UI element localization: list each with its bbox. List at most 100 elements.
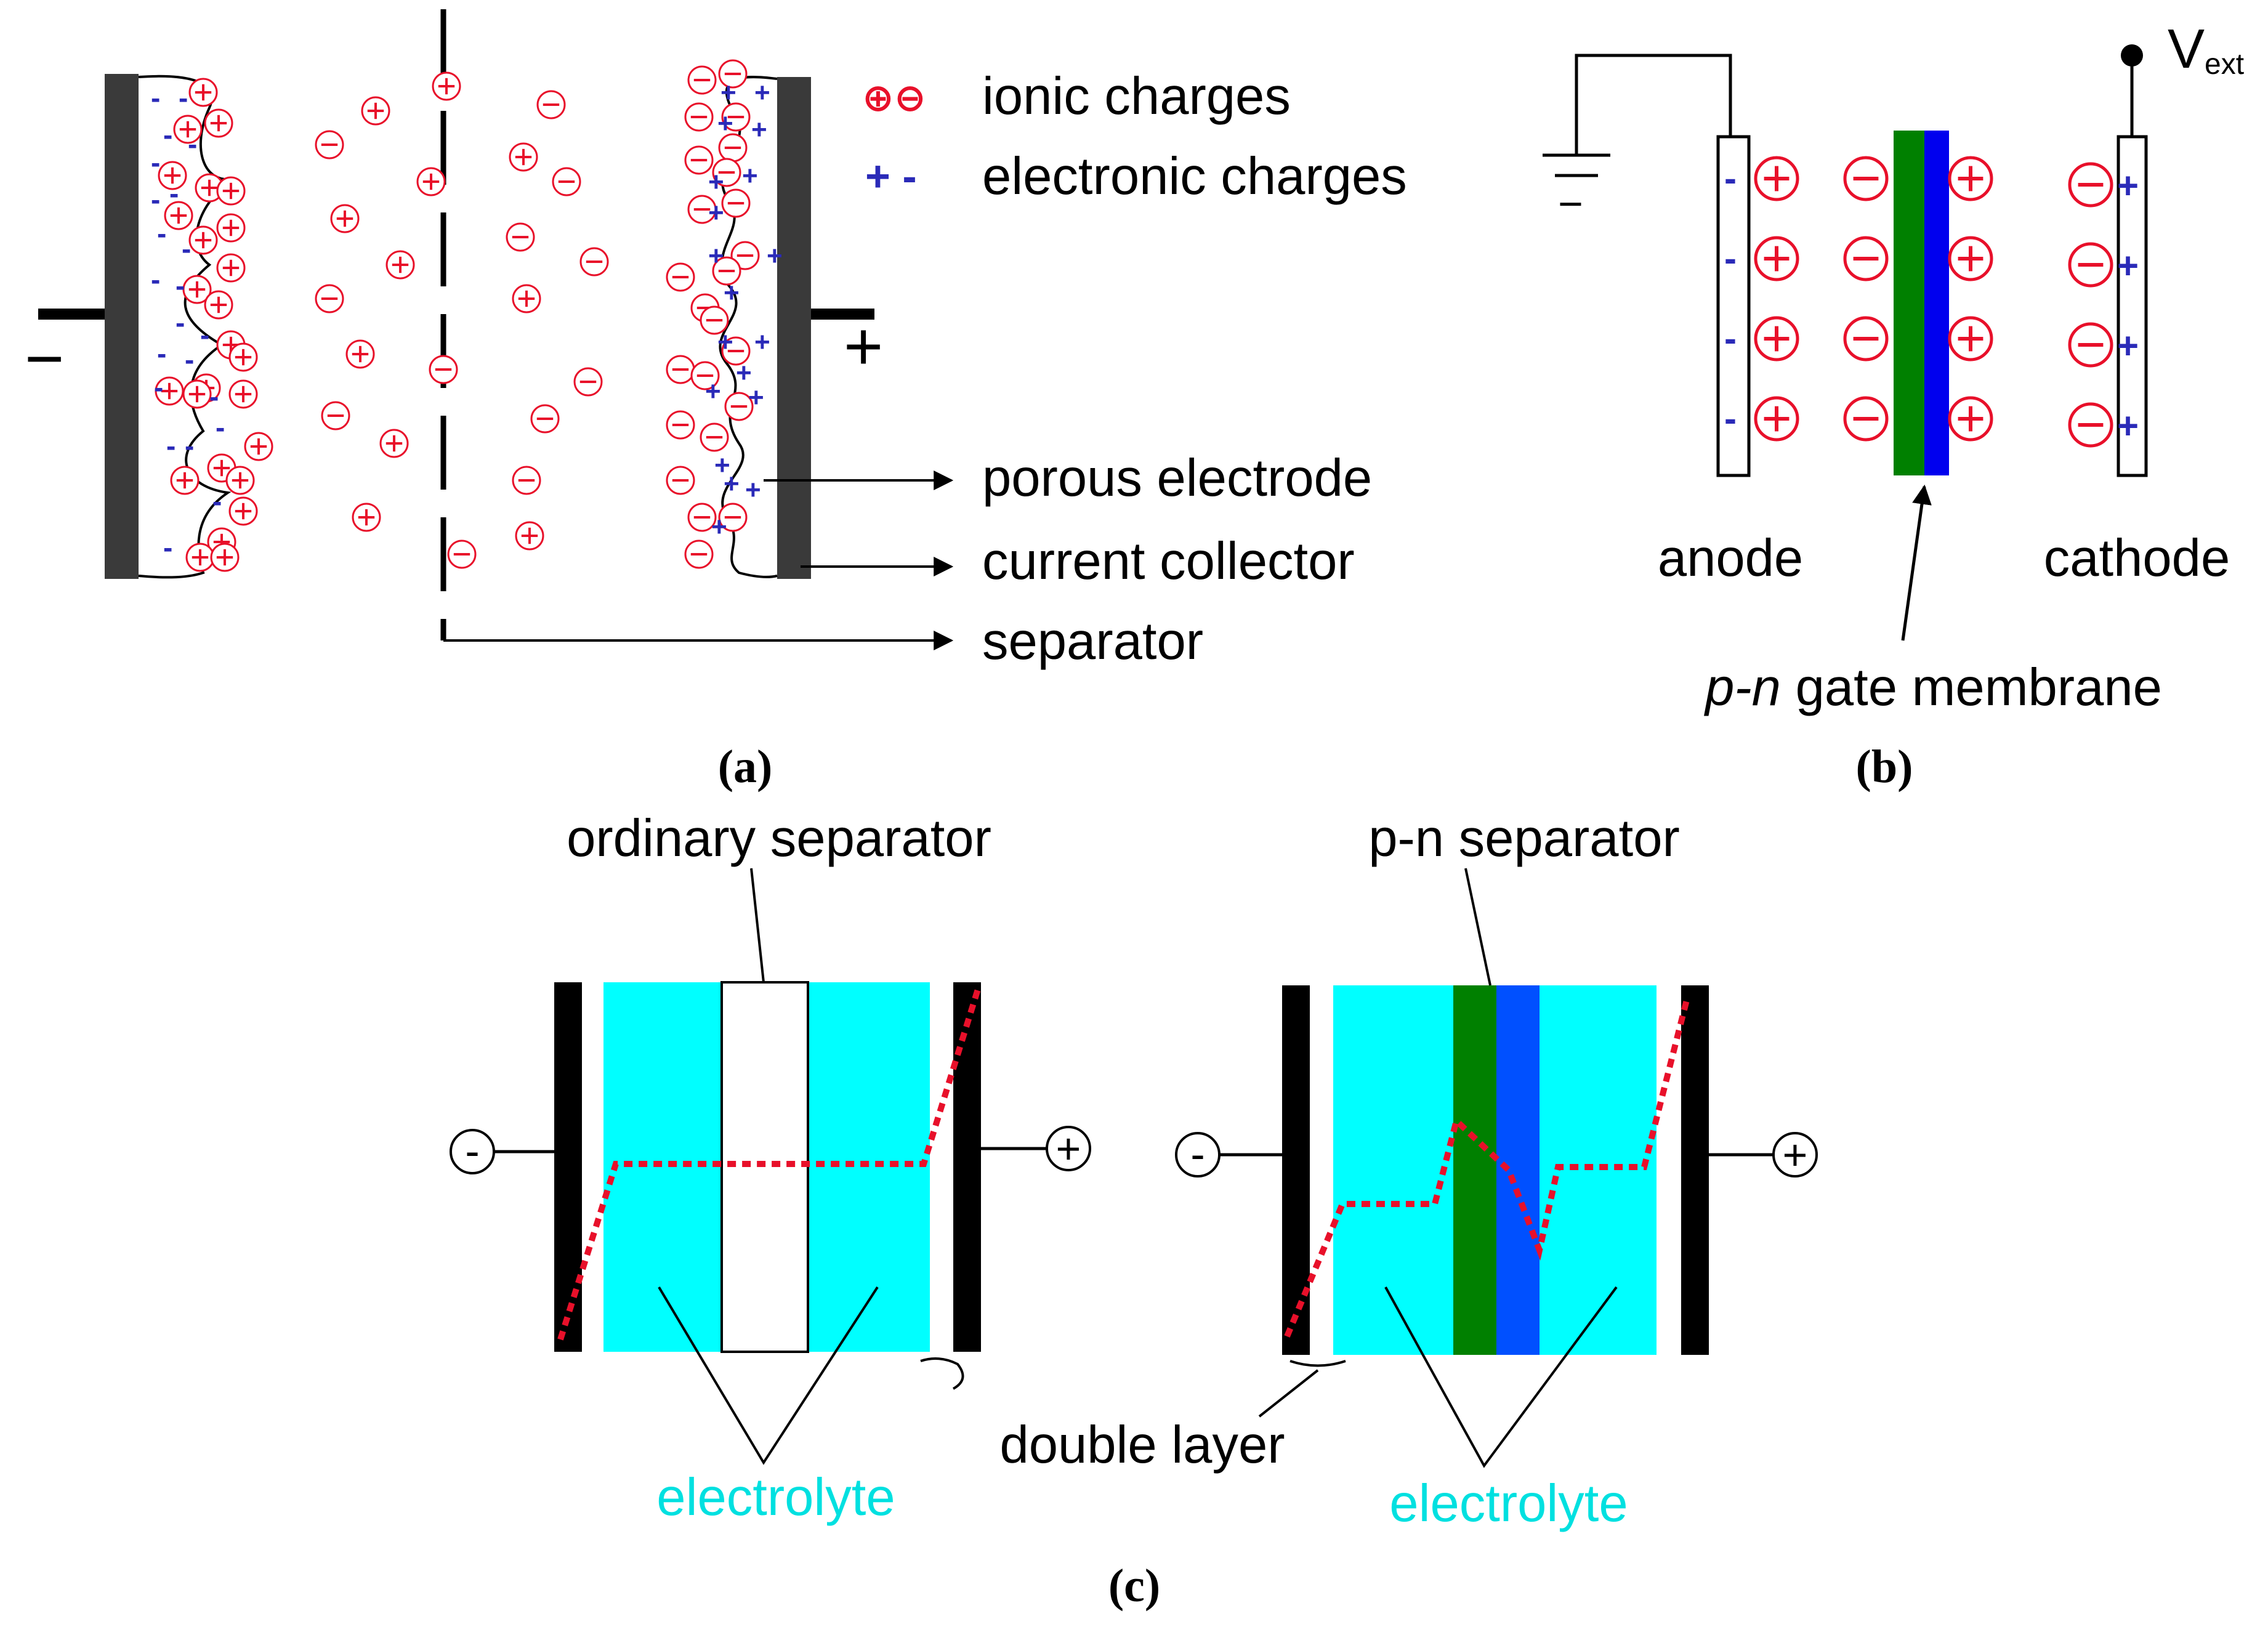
label-pn-gate-membrane: p-n gate membrane (1703, 658, 2162, 717)
negative-terminal-sign: − (25, 321, 64, 397)
membrane-arrow (1901, 484, 1932, 641)
right-electrode-hole: + (767, 241, 783, 271)
right-cell-pos-terminal (1772, 1132, 1818, 1178)
right-electrode-hole: + (711, 512, 727, 542)
right-electrode-hole: + (717, 108, 733, 139)
right-cell-negative-electrode (1282, 985, 1310, 1355)
pn-separator-n-layer (1496, 985, 1540, 1355)
left-electrode-electron: - (157, 337, 166, 370)
panel-b-charges: -+-+-+-+ (1724, 156, 2139, 448)
right-cell-pos-sign: + (1783, 1131, 1808, 1179)
right-electrode-hole: + (720, 78, 736, 108)
cathode-hole: + (2117, 325, 2139, 366)
panel-a-charges: ----------------------++++++++++++++++++… (151, 59, 783, 572)
left-electrolyte-pointers (658, 1286, 879, 1465)
left-electrode-electron: - (185, 430, 194, 462)
positive-terminal-sign: + (844, 309, 883, 384)
anode-electrode (1716, 135, 1751, 477)
anode-electron: - (1724, 318, 1737, 359)
left-porous-electrode (138, 75, 235, 579)
left-cell-negative-electrode (554, 982, 582, 1352)
left-cell-neg-sign: - (465, 1127, 479, 1175)
label-current-collector: current collector (982, 532, 1355, 591)
right-cell-neg-terminal (1175, 1132, 1221, 1178)
ordinary-separator-pointer (750, 868, 765, 983)
right-electrode-hole: + (754, 78, 770, 108)
left-electrode-electron: - (154, 371, 163, 403)
right-electrode-hole: + (745, 475, 761, 505)
cathode-hole: + (2117, 165, 2139, 206)
left-electrode-electron: - (212, 485, 222, 517)
right-electrode-hole: + (742, 161, 758, 191)
pn-separator-pointer (1464, 868, 1491, 986)
left-cell-pos-terminal (1046, 1126, 1091, 1171)
vext-terminal-dot (2121, 44, 2143, 67)
caption-b: (b) (1856, 741, 1913, 793)
left-electrode-electron: - (179, 82, 188, 114)
label-cathode: cathode (2044, 529, 2230, 588)
label-electrolyte-left: electrolyte (656, 1468, 895, 1527)
left-electrode-electron: - (176, 270, 185, 302)
anode-electron: - (1724, 158, 1737, 199)
right-cell-positive-electrode (1681, 985, 1709, 1355)
right-electrode-hole: + (751, 115, 767, 145)
right-electrolyte-pointers (1384, 1286, 1618, 1468)
anode-electron: - (1724, 238, 1737, 279)
left-electrode-electron: - (151, 184, 160, 216)
legend-ionic-symbol: ⊕⊖ (862, 77, 926, 119)
membrane-p-layer (1894, 131, 1924, 475)
cathode-hole: + (2117, 245, 2139, 286)
ground-wire (1575, 54, 1732, 155)
left-electrode-electron: - (188, 128, 197, 160)
left-cell-neg-terminal (450, 1129, 495, 1174)
left-cell-potential-profile (557, 984, 982, 1341)
anode-electron: - (1724, 398, 1737, 439)
left-electrode-electron: - (209, 381, 219, 413)
panel-c: ordinary separator p-n separator - + - + (450, 809, 1818, 1612)
right-electrode-hole: + (708, 167, 724, 197)
left-electrode-electron: - (176, 307, 185, 339)
left-electrode-electron: - (185, 344, 194, 376)
right-electrode-hole: + (736, 358, 752, 388)
vext-label: Vext (2168, 18, 2244, 81)
double-layer-bracket-left (920, 1357, 964, 1390)
right-electrode-hole: + (748, 382, 764, 413)
label-anode: anode (1658, 529, 1803, 588)
left-electrode-electron: - (163, 531, 172, 564)
panel-b: − Vext -+-+-+-+ anode cathode p-n gate m… (1543, 18, 2244, 793)
left-electrode-electron: - (169, 177, 179, 209)
caption-a: (a) (718, 741, 773, 793)
right-electrode-hole: + (724, 278, 740, 308)
right-electrode-hole: + (708, 241, 724, 271)
left-electrode-electron: - (157, 217, 166, 249)
membrane-n-layer (1924, 131, 1949, 475)
right-cell-potential-profile (1284, 996, 1690, 1338)
legend-electronic-symbol: + - (865, 152, 917, 200)
right-current-collector (777, 77, 811, 579)
caption-c: (c) (1108, 1560, 1160, 1612)
label-ordinary-separator: ordinary separator (567, 809, 991, 868)
double-layer-pointer (1258, 1369, 1319, 1418)
right-electrode-hole: + (714, 450, 730, 480)
label-pn-separator: p-n separator (1368, 809, 1680, 868)
label-porous-electrode: porous electrode (982, 449, 1372, 507)
right-electrode-hole: + (754, 327, 770, 357)
right-cell-neg-sign: - (1190, 1130, 1205, 1178)
label-separator: separator (982, 612, 1203, 671)
label-electrolyte-right: electrolyte (1389, 1474, 1628, 1533)
left-cell-pos-sign: + (1056, 1125, 1081, 1173)
left-electrode-electron: - (200, 319, 209, 351)
left-electrode-electron: - (151, 82, 160, 114)
right-electrode-hole: + (717, 327, 733, 357)
panel-a: − + ----------------------++++++++++++++… (25, 9, 1407, 793)
legend-electronic-label: electronic charges (982, 147, 1407, 206)
left-electrode-electron: - (151, 264, 160, 296)
left-electrode-electron: - (151, 147, 160, 179)
left-electrode-electron: - (216, 411, 225, 443)
left-current-collector (105, 74, 139, 579)
left-electrode-electron: - (182, 233, 191, 265)
right-electrode-hole: + (705, 376, 721, 406)
right-electrode-hole: + (724, 469, 740, 499)
